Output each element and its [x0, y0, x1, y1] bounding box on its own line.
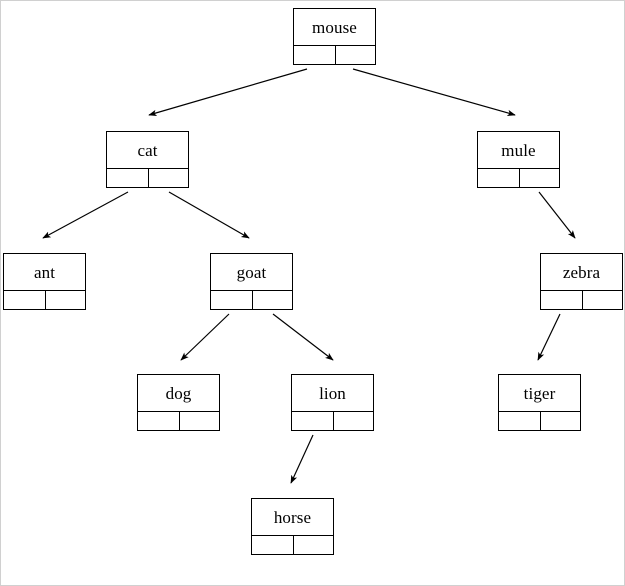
tree-node-pointer-row-zebra [541, 290, 622, 309]
tree-node-lion[interactable]: lion [291, 374, 374, 431]
tree-node-label-tiger: tiger [523, 383, 556, 403]
tree-edge-zebra-left [537, 313, 561, 361]
tree-node-label-goat: goat [236, 262, 267, 282]
tree-node-right-pointer-mule[interactable] [518, 169, 560, 187]
tree-node-label-zebra: zebra [562, 262, 601, 282]
tree-node-left-pointer-horse[interactable] [252, 536, 293, 554]
tree-node-left-pointer-dog[interactable] [138, 412, 179, 430]
tree-node-right-pointer-mouse[interactable] [334, 46, 376, 64]
tree-node-label-cat: cat [137, 140, 158, 160]
tree-node-right-pointer-zebra[interactable] [581, 291, 623, 309]
tree-edge-goat-left [180, 313, 230, 361]
tree-node-label-dog: dog [165, 383, 192, 403]
tree-node-label-lion: lion [319, 383, 346, 403]
tree-edge-lion-left [290, 434, 314, 484]
tree-node-pointer-row-mule [478, 168, 559, 187]
tree-node-pointer-row-cat [107, 168, 188, 187]
tree-node-right-pointer-horse[interactable] [292, 536, 334, 554]
tree-node-left-pointer-lion[interactable] [292, 412, 333, 430]
tree-node-tiger[interactable]: tiger [498, 374, 581, 431]
tree-node-left-pointer-zebra[interactable] [541, 291, 582, 309]
tree-node-pointer-row-goat [211, 290, 292, 309]
tree-node-pointer-row-tiger [499, 411, 580, 430]
tree-node-right-pointer-dog[interactable] [178, 412, 220, 430]
tree-node-goat[interactable]: goat [210, 253, 293, 310]
tree-edge-goat-right [272, 313, 334, 361]
tree-node-label-mule: mule [501, 140, 536, 160]
tree-node-pointer-row-lion [292, 411, 373, 430]
tree-node-right-pointer-lion[interactable] [332, 412, 374, 430]
tree-node-pointer-row-dog [138, 411, 219, 430]
tree-edge-mouse-right [352, 68, 516, 117]
tree-node-pointer-row-mouse [294, 45, 375, 64]
tree-node-ant[interactable]: ant [3, 253, 86, 310]
tree-node-right-pointer-goat[interactable] [251, 291, 293, 309]
tree-node-label-mouse: mouse [312, 17, 357, 37]
tree-node-pointer-row-horse [252, 535, 333, 554]
tree-node-left-pointer-ant[interactable] [4, 291, 45, 309]
tree-node-left-pointer-goat[interactable] [211, 291, 252, 309]
tree-node-mule[interactable]: mule [477, 131, 560, 188]
tree-node-left-pointer-mouse[interactable] [294, 46, 335, 64]
tree-node-pointer-row-ant [4, 290, 85, 309]
tree-node-label-horse: horse [273, 507, 312, 527]
tree-edge-mule-right [538, 191, 576, 239]
tree-node-label-ant: ant [33, 262, 56, 282]
tree-node-right-pointer-ant[interactable] [44, 291, 86, 309]
tree-node-right-pointer-cat[interactable] [147, 169, 189, 187]
tree-edge-cat-left [42, 191, 129, 239]
tree-node-zebra[interactable]: zebra [540, 253, 623, 310]
tree-node-right-pointer-tiger[interactable] [539, 412, 581, 430]
tree-node-cat[interactable]: cat [106, 131, 189, 188]
tree-node-left-pointer-mule[interactable] [478, 169, 519, 187]
tree-node-horse[interactable]: horse [251, 498, 334, 555]
tree-edge-mouse-left [148, 68, 308, 116]
tree-edge-cat-right [168, 191, 250, 239]
tree-node-dog[interactable]: dog [137, 374, 220, 431]
tree-node-left-pointer-tiger[interactable] [499, 412, 540, 430]
tree-node-left-pointer-cat[interactable] [107, 169, 148, 187]
tree-node-mouse[interactable]: mouse [293, 8, 376, 65]
